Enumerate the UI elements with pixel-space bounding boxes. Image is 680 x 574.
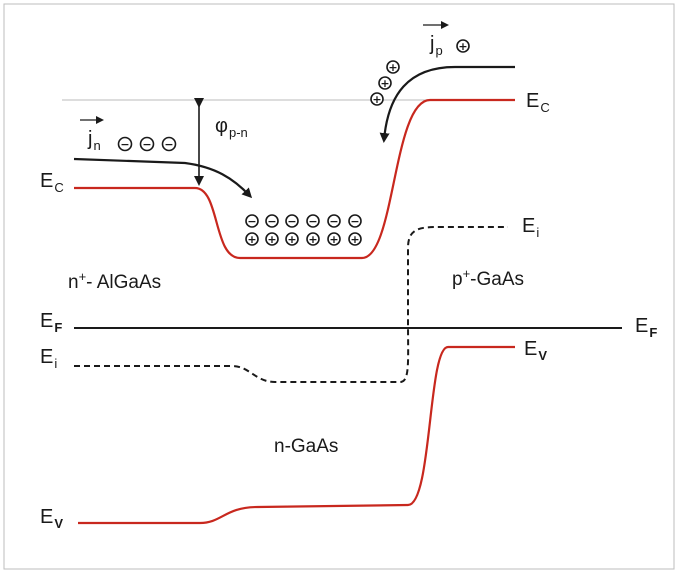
valence-band-edge	[78, 345, 515, 525]
svg-text:−: −	[350, 215, 359, 228]
well-electron-charge: −	[348, 214, 362, 228]
ef-right-label: EF	[635, 315, 657, 340]
well-hole-charge: +	[327, 232, 341, 246]
ec-right-label: EC	[526, 90, 550, 115]
electron-charge: −	[117, 136, 133, 152]
barrier-label: φp-n	[215, 115, 248, 140]
well-hole-charge: +	[265, 232, 279, 246]
jn-label: jn	[87, 128, 101, 153]
ec-left-label: EC	[40, 170, 64, 195]
electron-charge: −	[139, 136, 155, 152]
well-hole-charge: +	[285, 232, 299, 246]
svg-text:−: −	[267, 215, 276, 228]
well-hole-charge: +	[306, 232, 320, 246]
svg-text:+: +	[372, 93, 381, 106]
well-hole-charge: +	[348, 232, 362, 246]
ei-right-label: Ei	[522, 215, 539, 240]
svg-text:+: +	[287, 233, 296, 246]
hole-charge: +	[378, 76, 392, 90]
region-left-label: n+- AlGaAs	[68, 269, 161, 293]
hole-charge: +	[370, 92, 384, 106]
electron-current-arrow	[73, 157, 253, 199]
well-electron-charge: −	[285, 214, 299, 228]
svg-text:+: +	[388, 61, 397, 74]
svg-text:−: −	[164, 138, 173, 151]
well-hole-charge: +	[245, 232, 259, 246]
hole-current-arrow	[379, 65, 515, 143]
svg-text:+: +	[329, 233, 338, 246]
well-electron-charge: −	[265, 214, 279, 228]
svg-text:+: +	[267, 233, 276, 246]
hole-charge: +	[386, 60, 400, 74]
ei-left-label: Ei	[40, 346, 57, 371]
svg-text:+: +	[458, 40, 467, 53]
svg-text:+: +	[308, 233, 317, 246]
well-electron-charge: −	[245, 214, 259, 228]
figure-frame	[3, 3, 675, 570]
conduction-band-edge	[74, 98, 515, 260]
region-middle-label: n-GaAs	[274, 436, 338, 457]
intrinsic-level	[74, 226, 508, 383]
hole-charge: +	[456, 39, 470, 53]
svg-text:+: +	[380, 77, 389, 90]
well-electron-charge: −	[327, 214, 341, 228]
ev-left-label: EV	[40, 506, 63, 531]
svg-text:−: −	[308, 215, 317, 228]
ev-right-label: EV	[524, 338, 547, 363]
svg-text:−: −	[120, 138, 129, 151]
electron-charge: −	[161, 136, 177, 152]
svg-text:+: +	[350, 233, 359, 246]
well-electron-charge: −	[306, 214, 320, 228]
jp-label: jp	[429, 33, 443, 58]
svg-text:−: −	[142, 138, 151, 151]
ef-left-label: EF	[40, 310, 62, 335]
svg-text:+: +	[247, 233, 256, 246]
svg-text:−: −	[329, 215, 338, 228]
svg-text:−: −	[247, 215, 256, 228]
svg-text:−: −	[287, 215, 296, 228]
region-right-label: p+-GaAs	[452, 266, 524, 290]
